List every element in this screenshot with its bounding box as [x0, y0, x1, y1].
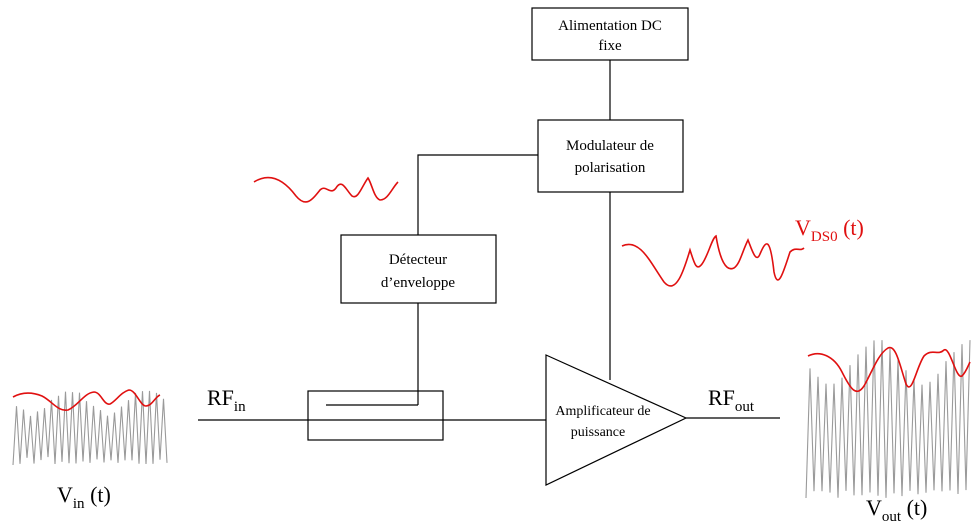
vin-label: Vin (t) — [57, 482, 111, 512]
input-rf-waveform — [13, 390, 167, 465]
bias-modulator-label-line2: polarisation — [575, 160, 646, 176]
power-amplifier-label-line1: Amplificateur de — [555, 404, 650, 419]
input-carrier-waveform — [13, 391, 167, 465]
output-carrier-waveform — [806, 340, 970, 498]
dc-supply-label-line1: Alimentation DC — [558, 18, 662, 34]
rf-out-label: RFout — [708, 385, 755, 415]
vout-label: Vout (t) — [866, 495, 927, 525]
detected-envelope-waveform — [254, 178, 398, 202]
wire-modulator-to-detector — [418, 155, 538, 235]
envelope-detector-label-line1: Détecteur — [389, 252, 447, 268]
vds0-label: VDS0 (t) — [795, 215, 864, 245]
envelope-detector-label-line2: d’enveloppe — [381, 275, 455, 291]
envelope-detector-block — [341, 235, 496, 303]
rf-in-label: RFin — [207, 385, 246, 415]
bias-modulator-block — [538, 120, 683, 192]
bias-modulator-label-line1: Modulateur de — [566, 138, 654, 154]
power-amplifier-triangle — [546, 355, 686, 485]
vds0-waveform — [622, 236, 804, 286]
dc-supply-label-line2: fixe — [598, 38, 622, 54]
power-amplifier-label-line2: puissance — [571, 425, 625, 440]
directional-coupler — [308, 391, 443, 440]
output-rf-waveform — [806, 340, 970, 498]
